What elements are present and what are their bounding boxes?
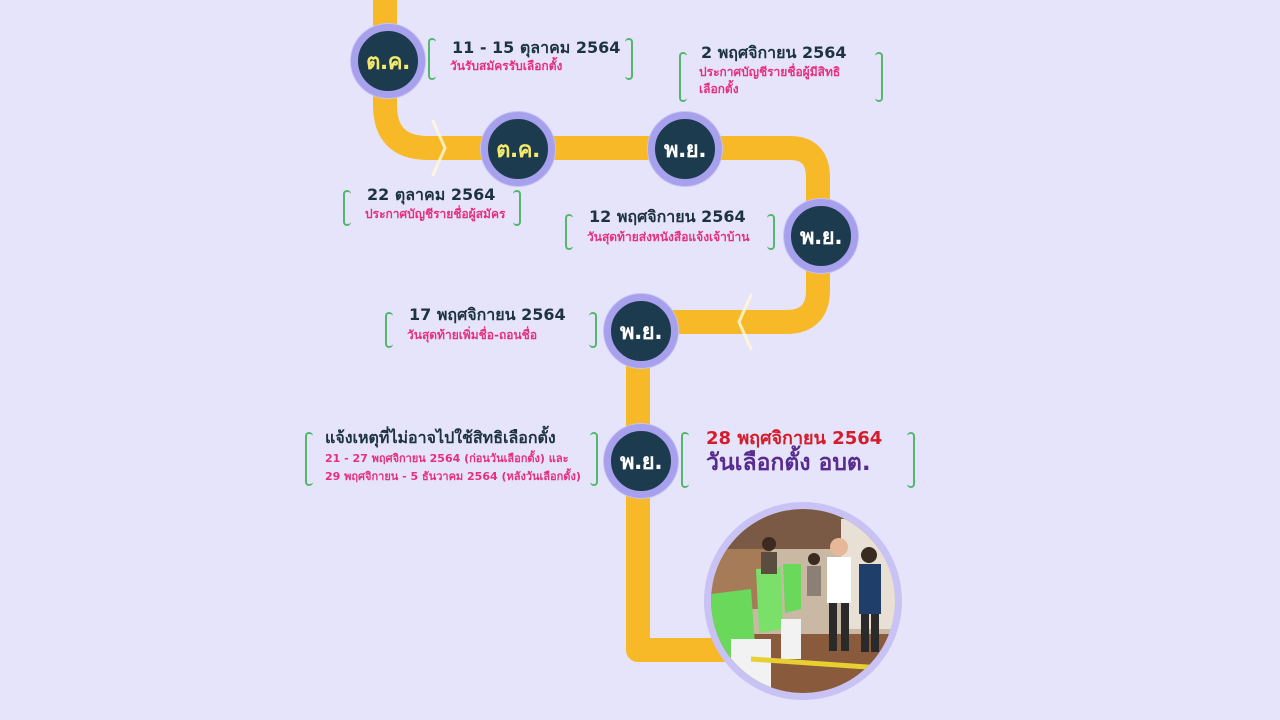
event-card: 22 ตุลาคม 2564 ประกาศบัญชีรายชื่อผู้สมัค… xyxy=(343,185,521,226)
event-desc: วันสุดท้ายเพิ่มชื่อ-ถอนชื่อ xyxy=(407,328,538,342)
photo-illustration xyxy=(711,509,895,693)
event-date: 2 พฤศจิกายน 2564 xyxy=(701,43,847,62)
month-node-oct: ต.ค. xyxy=(481,112,555,186)
final-date: 28 พฤศจิกายน 2564 xyxy=(706,428,883,449)
final-title: วันเลือกตั้ง อบต. xyxy=(706,450,871,476)
final-event-card: 28 พฤศจิกายน 2564 วันเลือกตั้ง อบต. xyxy=(681,428,915,488)
event-desc: ประกาศบัญชีรายชื่อผู้มีสิทธิ เลือกตั้ง xyxy=(699,65,841,96)
event-card: แจ้งเหตุที่ไม่อาจไปใช้สิทธิเลือกตั้ง 21 … xyxy=(305,428,598,486)
month-node-oct: ต.ค. xyxy=(351,24,425,98)
bracket-left xyxy=(681,432,689,488)
event-desc: วันสุดท้ายส่งหนังสือแจ้งเจ้าบ้าน xyxy=(587,230,750,244)
bracket-right xyxy=(589,312,597,348)
event-card: 17 พฤศจิกายน 2564 วันสุดท้ายเพิ่มชื่อ-ถอ… xyxy=(385,305,597,348)
bracket-left xyxy=(385,312,393,348)
road-chevron-right xyxy=(431,119,447,177)
bracket-right xyxy=(907,432,915,488)
bracket-right xyxy=(625,38,633,80)
event-date: 17 พฤศจิกายน 2564 xyxy=(409,305,566,324)
bracket-right xyxy=(767,214,775,250)
bracket-right xyxy=(513,190,521,226)
bracket-left xyxy=(428,38,436,80)
event-date: แจ้งเหตุที่ไม่อาจไปใช้สิทธิเลือกตั้ง xyxy=(325,428,556,447)
bracket-left xyxy=(305,432,313,486)
event-card: 11 - 15 ตุลาคม 2564 วันรับสมัครรับเลือกต… xyxy=(428,38,633,80)
bracket-right xyxy=(875,52,883,102)
event-date: 22 ตุลาคม 2564 xyxy=(367,185,496,204)
event-desc: วันรับสมัครรับเลือกตั้ง xyxy=(450,59,563,73)
event-desc: 29 พฤศจิกายน - 5 ธันวาคม 2564 (หลังวันเล… xyxy=(325,470,581,483)
bracket-left xyxy=(679,52,687,102)
event-card: 2 พฤศจิกายน 2564 ประกาศบัญชีรายชื่อผู้มี… xyxy=(679,43,883,102)
event-date: 12 พฤศจิกายน 2564 xyxy=(589,207,746,226)
election-officials-photo xyxy=(704,502,902,700)
road-chevron-left xyxy=(737,293,753,351)
bracket-left xyxy=(565,214,573,250)
event-date: 11 - 15 ตุลาคม 2564 xyxy=(452,38,621,57)
bracket-left xyxy=(343,190,351,226)
event-card: 12 พฤศจิกายน 2564 วันสุดท้ายส่งหนังสือแจ… xyxy=(565,207,775,250)
event-desc: ประกาศบัญชีรายชื่อผู้สมัคร xyxy=(365,207,506,221)
month-node-nov: พ.ย. xyxy=(648,112,722,186)
month-node-nov: พ.ย. xyxy=(604,294,678,368)
bracket-right xyxy=(590,432,598,486)
event-desc: 21 - 27 พฤศจิกายน 2564 (ก่อนวันเลือกตั้ง… xyxy=(325,452,569,465)
month-node-nov: พ.ย. xyxy=(604,424,678,498)
month-node-nov: พ.ย. xyxy=(784,199,858,273)
